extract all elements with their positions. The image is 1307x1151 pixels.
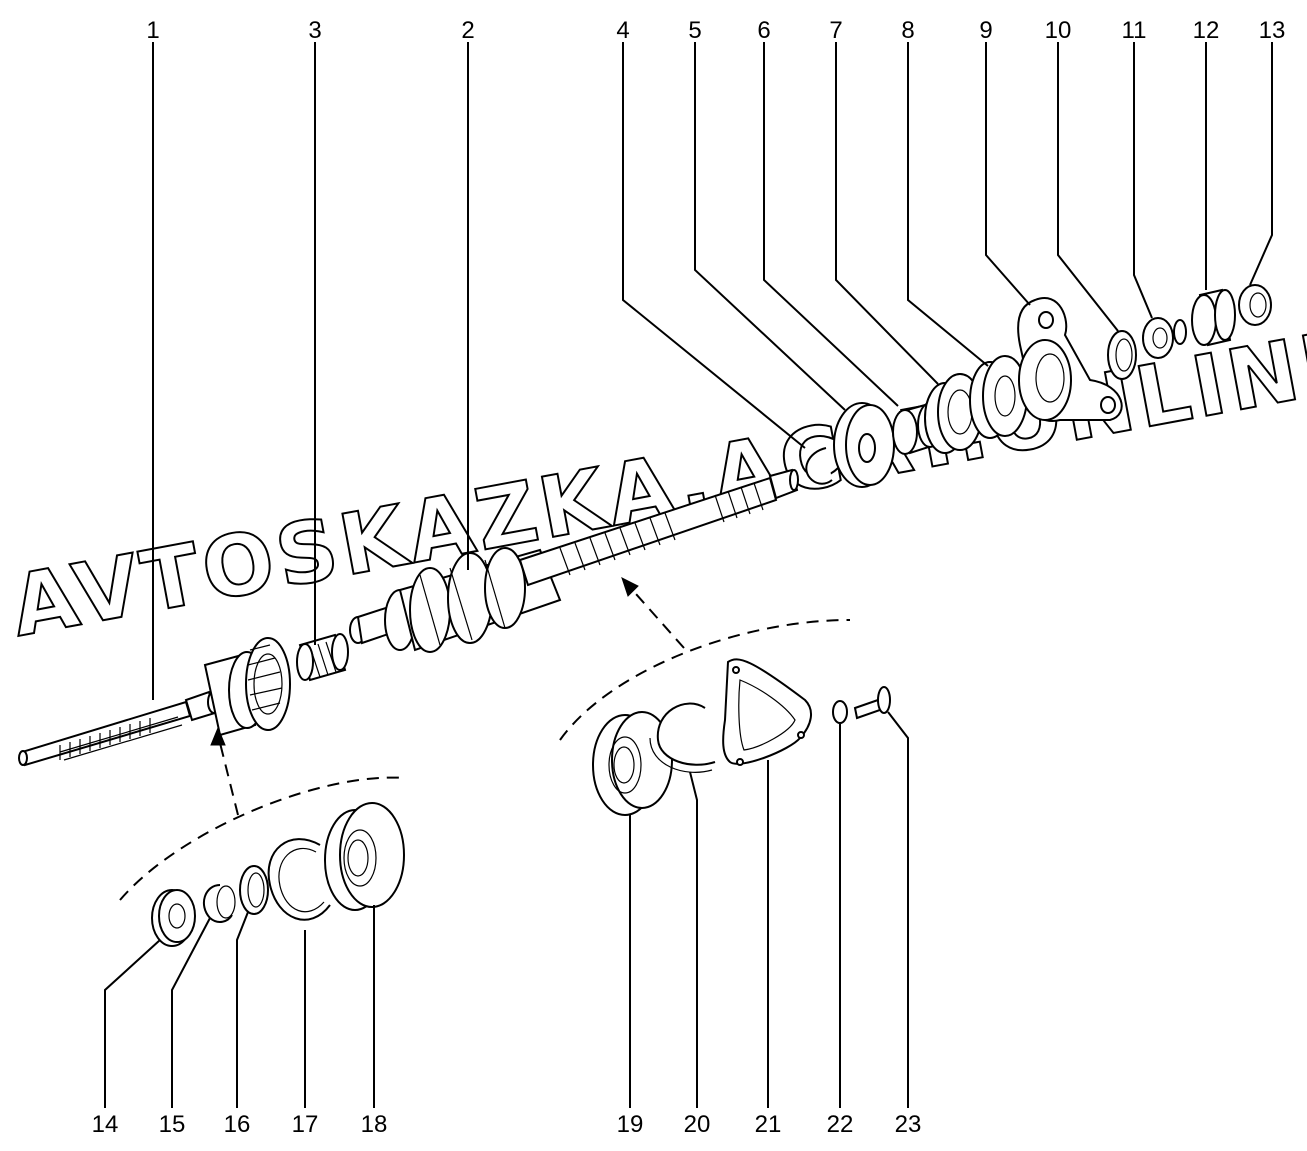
part-5-thrust-washer <box>833 402 895 488</box>
part-21-bearing-plate <box>722 658 812 766</box>
part-11-nut <box>1142 317 1187 359</box>
callout-11: 11 <box>1122 17 1147 44</box>
callout-labels: 1 2 3 4 5 6 7 8 9 10 11 12 13 14 15 16 1… <box>92 17 1286 1138</box>
callout-9: 9 <box>979 17 992 44</box>
callout-21: 21 <box>755 1111 782 1138</box>
part-10-circlip <box>1107 330 1137 380</box>
callout-13: 13 <box>1259 17 1286 44</box>
callout-1: 1 <box>146 17 159 44</box>
part-14-oil-seal <box>151 889 196 947</box>
callout-20: 20 <box>684 1111 711 1138</box>
part-20-snap-ring <box>649 702 716 773</box>
dashed-group-middle <box>559 577 851 741</box>
part-1-input-shaft <box>18 637 291 767</box>
callout-4: 4 <box>616 17 629 44</box>
callout-10: 10 <box>1045 17 1072 44</box>
callout-12: 12 <box>1193 17 1220 44</box>
callout-7: 7 <box>829 17 842 44</box>
callout-22: 22 <box>827 1111 854 1138</box>
part-23-bolt <box>853 686 891 720</box>
part-18-ball-bearing <box>324 802 405 911</box>
callout-6: 6 <box>757 17 770 44</box>
callout-19: 19 <box>617 1111 644 1138</box>
callout-3: 3 <box>308 17 321 44</box>
part-17-snap-ring <box>267 838 331 921</box>
part-13-nut <box>1238 284 1272 326</box>
part-4-circlip <box>805 447 833 485</box>
part-8-ball-bearing <box>969 355 1028 439</box>
callout-8: 8 <box>901 17 914 44</box>
callout-14: 14 <box>92 1111 119 1138</box>
part-12-cup-washer <box>1191 288 1236 347</box>
part-16-ring <box>239 865 269 915</box>
callout-16: 16 <box>224 1111 251 1138</box>
part-3-needle-bearing <box>296 633 349 682</box>
part-22-nut <box>832 700 848 724</box>
callout-15: 15 <box>159 1111 186 1138</box>
part-2-output-shaft <box>349 468 799 653</box>
dashed-group-left <box>119 726 406 901</box>
callout-2: 2 <box>461 17 474 44</box>
callout-17: 17 <box>292 1111 319 1138</box>
part-9-bearing-flange <box>1017 297 1123 422</box>
callout-5: 5 <box>688 17 701 44</box>
callout-23: 23 <box>895 1111 922 1138</box>
part-15-circlip <box>202 884 236 923</box>
callout-18: 18 <box>361 1111 388 1138</box>
leader-lines <box>104 42 1273 1108</box>
